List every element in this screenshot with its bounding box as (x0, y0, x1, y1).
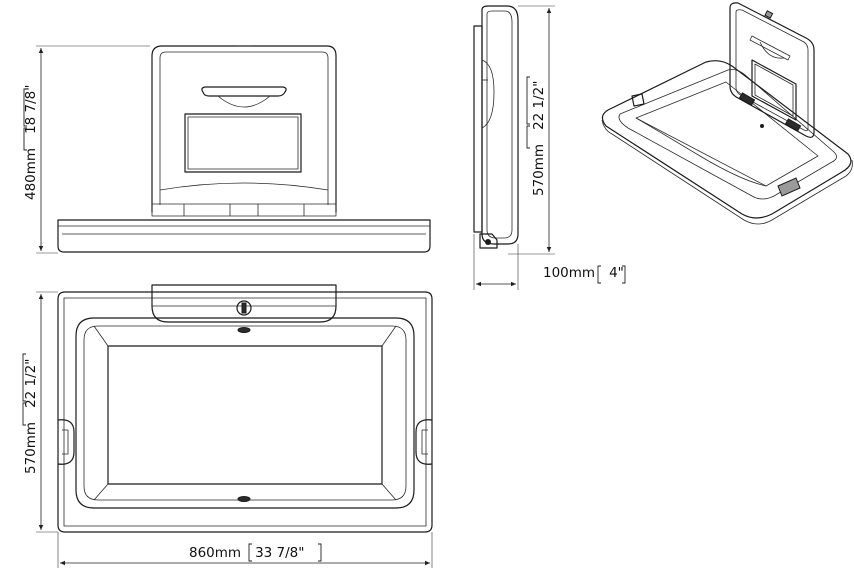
front-height-label: 480mm18 7/8" (23, 85, 39, 200)
top-view (57, 284, 433, 533)
perspective-view (601, 2, 853, 225)
side-view (473, 5, 519, 249)
top-height-label: 570mm22 1/2" (23, 359, 39, 474)
front-view (57, 45, 431, 253)
side-height-dimension: 570mm22 1/2" (508, 5, 555, 255)
front-height-dimension: 480mm18 7/8" (23, 45, 150, 254)
top-height-dimension: 570mm22 1/2" (22, 291, 58, 533)
side-height-label: 570mm22 1/2" (531, 81, 547, 196)
